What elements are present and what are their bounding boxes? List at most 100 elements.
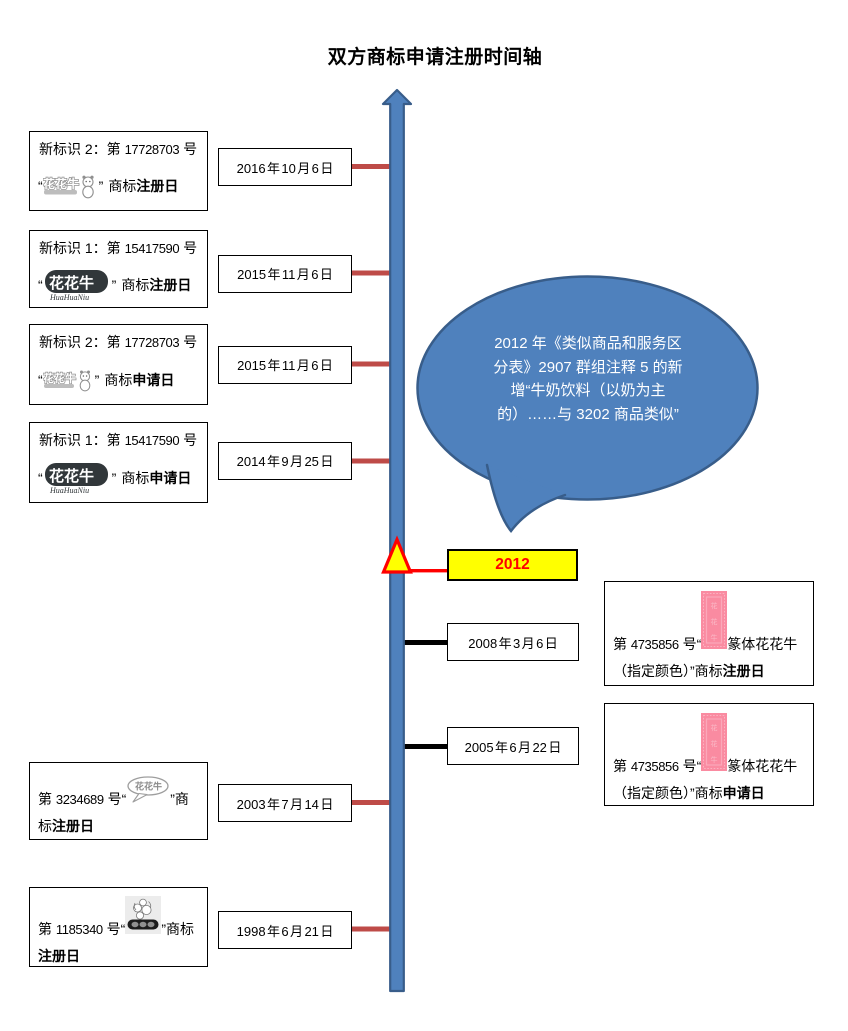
close-quote: ” [111, 470, 117, 486]
close-quote: ” [94, 372, 100, 388]
trademark-number: 15417590 [124, 241, 180, 256]
speech-bubble [416, 275, 759, 501]
event-text: 篆体花花牛 [727, 636, 798, 652]
event-box-new-mark2-registration: 新标识 2：第 17728703 号 “ 花花牛 ” 商标注册日 [29, 131, 208, 211]
event-text: ”商 [170, 791, 189, 807]
event-box-new-mark1-registration: 新标识 1：第 15417590 号 “ 花花牛 HuaHuaNiu ” 商标注… [29, 230, 208, 308]
event-box-3234689-registration: 第 3234689 号“ 花花牛 ”商 标注册日 [29, 762, 208, 840]
huahuaniu-speech-bubble-logo: 花花牛 [127, 776, 169, 803]
close-quote: ” [111, 277, 117, 293]
svg-text:花: 花 [711, 601, 718, 610]
svg-text:花花牛: 花花牛 [135, 781, 162, 792]
date-box-2003-07-14: 2003 年 7 月 14 日 [218, 784, 352, 822]
marker-triangle-2012 [381, 535, 413, 574]
trademark-number: 15417590 [124, 433, 180, 448]
page-title: 双方商标申请注册时间轴 [327, 47, 543, 68]
event-text: ”商标 [161, 921, 194, 937]
event-bold-label: 申请日 [149, 470, 192, 486]
connector-2016 [352, 164, 397, 169]
huahuaniu-script-cow-mascot-logo: 花花牛 [43, 370, 90, 392]
svg-text:HuaHuaNiu: HuaHuaNiu [49, 293, 89, 302]
marker-line-2012 [408, 569, 447, 573]
event-text: （指定颜色）”商标 [613, 785, 723, 801]
date-box-1998-06-21: 1998 年 6 月 21 日 [218, 911, 352, 949]
huahuaniu-black-cloud-logo: 花花牛 HuaHuaNiu [44, 269, 108, 302]
event-text: 第 [613, 636, 631, 652]
event-text: 号 [179, 334, 198, 350]
pink-seal-logo: 花 花 牛 [701, 713, 728, 771]
event-label: 商标 [121, 277, 150, 293]
event-box-new-mark2-application: 新标识 2：第 17728703 号 “ 花花牛 ” 商标申请日 [29, 324, 208, 405]
date-label: 2014 年 9 月 25 日 [236, 454, 334, 469]
date-box-2014-09-25: 2014 年 9 月 25 日 [218, 441, 352, 480]
event-text: 新标识 1：第 [39, 240, 125, 256]
speech-bubble-tail-outline [485, 463, 567, 534]
connector-2008 [397, 640, 447, 645]
date-box-2005-06-22: 2005 年 6 月 22 日 [447, 727, 579, 765]
open-quote: “ [38, 277, 43, 293]
date-box-2015-11-06-reg: 2015 年 11 月 6 日 [218, 254, 352, 293]
connector-2005 [397, 744, 447, 749]
date-label: 2005 年 6 月 22 日 [464, 739, 562, 755]
open-quote: “ [38, 178, 43, 194]
event-text: 篆体花花牛 [727, 758, 798, 774]
trademark-number: 3234689 [55, 792, 104, 807]
event-text: 第 [38, 791, 56, 807]
speech-bubble-line: 增“牛奶饮料（以奶为主 [510, 382, 666, 399]
event-bold-label: 申请日 [722, 785, 765, 801]
event-label: 商标 [104, 372, 133, 388]
event-text: 号 [179, 141, 198, 157]
open-quote: “ [38, 372, 43, 388]
date-box-2016-10-06: 2016 年 10 月 6 日 [218, 148, 352, 186]
pink-seal-logo: 花 花 牛 [701, 591, 728, 649]
event-text: 第 [613, 758, 631, 774]
connector-2015-reg [352, 270, 397, 276]
event-bold-label: 注册日 [149, 277, 192, 293]
huahuaniu-flower-band-logo [125, 896, 162, 934]
connector-1998 [352, 926, 397, 932]
date-label: 2003 年 7 月 14 日 [236, 796, 334, 812]
date-label: 2015 年 11 月 6 日 [237, 358, 333, 373]
close-quote: ” [98, 178, 104, 194]
date-box-2008-03-06: 2008 年 3 月 6 日 [447, 623, 579, 661]
huahuaniu-script-cow-mascot-logo: 花花牛 [43, 175, 94, 199]
event-text: （指定颜色）”商标 [613, 663, 723, 679]
svg-text:花花牛: 花花牛 [43, 371, 76, 385]
svg-text:花: 花 [711, 617, 718, 626]
event-box-4735856-application: 第 4735856 号“ 花 花 牛 篆体花花牛 （指定颜色）”商标申请日 [604, 703, 814, 806]
svg-text:HuaHuaNiu: HuaHuaNiu [49, 486, 89, 495]
event-text: 号“ [102, 921, 126, 937]
date-label: 2015 年 11 月 6 日 [237, 267, 333, 282]
event-text: 新标识 1：第 [39, 432, 125, 448]
connector-2014 [352, 458, 397, 464]
event-box-1185340-registration: 第 1185340 号“ ”商标 注册日 [29, 887, 208, 967]
event-text: 新标识 2：第 [39, 334, 125, 350]
date-label: 2016 年 10 月 6 日 [236, 160, 334, 176]
year-2012-label: 2012 [495, 556, 530, 573]
speech-bubble-line: 分表》2907 群组注释 5 的新 [493, 358, 683, 376]
svg-text:花: 花 [711, 739, 718, 748]
event-line1: 新标识 2：第 17728703 号 [39, 138, 197, 161]
date-label: 2008 年 3 月 6 日 [468, 635, 558, 651]
event-bold-label: 注册日 [136, 178, 179, 194]
event-label: 商标 [121, 470, 150, 486]
trademark-number: 4735856 [630, 637, 679, 652]
event-bold-label: 注册日 [38, 948, 80, 964]
event-text: 新标识 2：第 [39, 141, 125, 157]
huahuaniu-black-cloud-logo: 花花牛 HuaHuaNiu [44, 462, 108, 495]
svg-text:花花牛: 花花牛 [49, 467, 94, 485]
event-text: 号“ [678, 758, 702, 774]
event-box-new-mark1-application: 新标识 1：第 15417590 号 “ 花花牛 HuaHuaNiu ” 商标申… [29, 422, 208, 503]
event-text: 号 [179, 240, 198, 256]
speech-bubble-line: 的）……与 3202 商品类似” [497, 405, 679, 423]
svg-text:牛: 牛 [711, 755, 718, 764]
trademark-number: 17728703 [124, 335, 180, 350]
event-text: 第 [38, 921, 56, 937]
speech-bubble-tail [487, 465, 565, 531]
svg-text:花花牛: 花花牛 [43, 176, 79, 191]
svg-text:牛: 牛 [711, 633, 718, 642]
connector-2003 [352, 800, 397, 805]
event-text: 号“ [103, 791, 127, 807]
speech-bubble-text: 2012 年《类似商品和服务区 分表》2907 群组注释 5 的新 增“牛奶饮料… [452, 332, 724, 426]
